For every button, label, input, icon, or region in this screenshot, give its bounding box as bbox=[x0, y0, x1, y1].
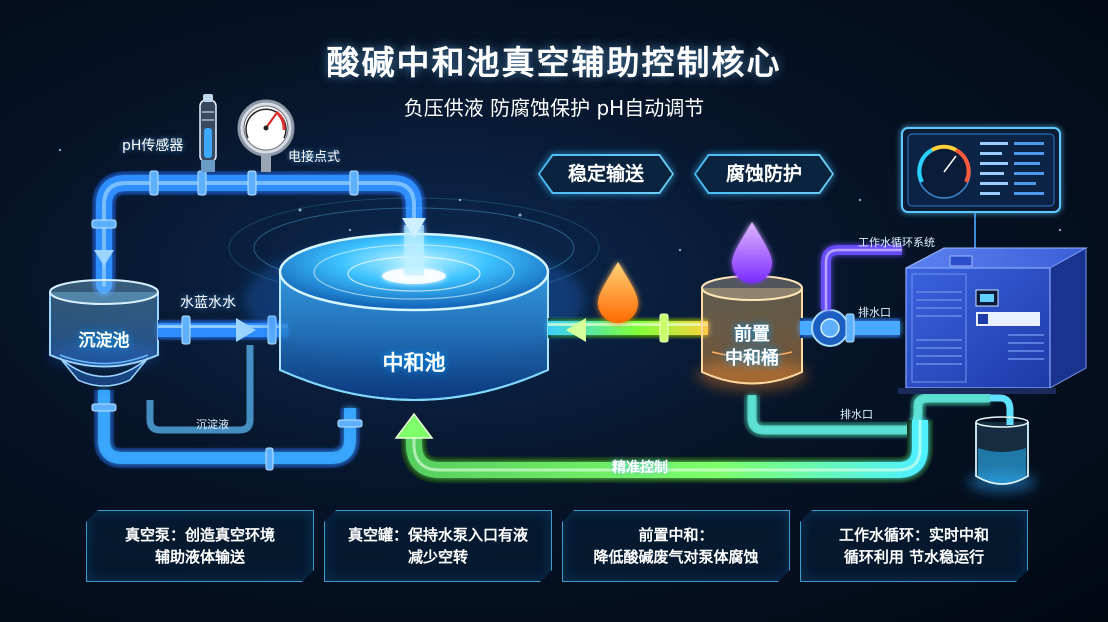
card-line: 辅助液体输送 bbox=[154, 548, 245, 566]
neutralization-tank-label: 中和池 bbox=[382, 351, 446, 375]
precise-control-return-pipe bbox=[394, 412, 933, 483]
pretank-to-neutral-pipe bbox=[548, 313, 708, 343]
overflow-label: 沉淀液 bbox=[196, 418, 229, 431]
work-cycle-system-label: 工作水循环系统 bbox=[858, 236, 935, 249]
drain-label-upper: 排水口 bbox=[858, 306, 891, 319]
pre-neutralization-card: 前置中和： 降低酸碱废气对泵体腐蚀 bbox=[562, 510, 790, 582]
drain-label-lower: 排水口 bbox=[840, 408, 873, 421]
control-panel bbox=[901, 127, 1061, 213]
settling-tank bbox=[49, 279, 159, 387]
page-subtitle: 负压供液 防腐蚀保护 pH自动调节 bbox=[403, 96, 705, 120]
purple-droplet-icon bbox=[732, 222, 772, 283]
stable-delivery-tag-text: 稳定输送 bbox=[540, 156, 672, 192]
work-water-cycle-card: 工作水循环：实时中和 循环利用 节水稳运行 bbox=[800, 510, 1028, 582]
vacuum-tank-card: 真空罐：保持水泵入口有液 减少空转 bbox=[324, 510, 552, 582]
ph-sensor-label: pH传感器 bbox=[122, 138, 184, 154]
card-line: 真空罐：保持水泵入口有液 bbox=[347, 526, 528, 544]
vacuum-pump-unit bbox=[898, 247, 1088, 394]
card-line: 工作水循环：实时中和 bbox=[838, 526, 989, 544]
beaker-icon bbox=[968, 416, 1036, 492]
card-line: 前置中和： bbox=[638, 526, 714, 544]
lower-left-pipe bbox=[91, 345, 363, 471]
card-line: 减少空转 bbox=[407, 548, 468, 566]
orange-droplet-icon bbox=[598, 262, 638, 323]
stable-delivery-tag: 稳定输送 bbox=[538, 154, 674, 194]
pump-assembly bbox=[800, 212, 976, 347]
settling-tank-label: 沉淀池 bbox=[78, 331, 130, 351]
pressure-gauge-icon bbox=[237, 99, 295, 172]
page-title: 酸碱中和池真空辅助控制核心 bbox=[326, 43, 782, 82]
top-feed-pipe bbox=[91, 170, 426, 297]
blue-water-label: 水蓝水水 bbox=[180, 295, 236, 311]
contact-point-label: 电接点式 bbox=[288, 150, 341, 165]
ph-sensor-icon bbox=[199, 94, 217, 172]
sparkles bbox=[58, 148, 1062, 252]
card-line: 循环利用 节水稳运行 bbox=[843, 548, 985, 566]
precise-control-label: 精准控制 bbox=[612, 460, 668, 476]
corrosion-protection-tag: 腐蚀防护 bbox=[694, 154, 834, 194]
pre-tank-label-line2: 中和桶 bbox=[725, 348, 779, 369]
card-line: 真空泵：创造真空环境 bbox=[124, 526, 275, 544]
pre-tank-label-line1: 前置 bbox=[734, 324, 770, 345]
card-line: 降低酸碱废气对泵体腐蚀 bbox=[593, 548, 759, 566]
neutralization-basin bbox=[228, 197, 600, 401]
corrosion-protection-tag-text: 腐蚀防护 bbox=[696, 156, 832, 192]
vacuum-pump-card: 真空泵：创造真空环境 辅助液体输送 bbox=[86, 510, 314, 582]
right-return-pipe bbox=[744, 390, 1014, 438]
settling-to-neutral-pipe bbox=[158, 315, 288, 345]
pre-neutralization-barrel bbox=[697, 275, 807, 391]
